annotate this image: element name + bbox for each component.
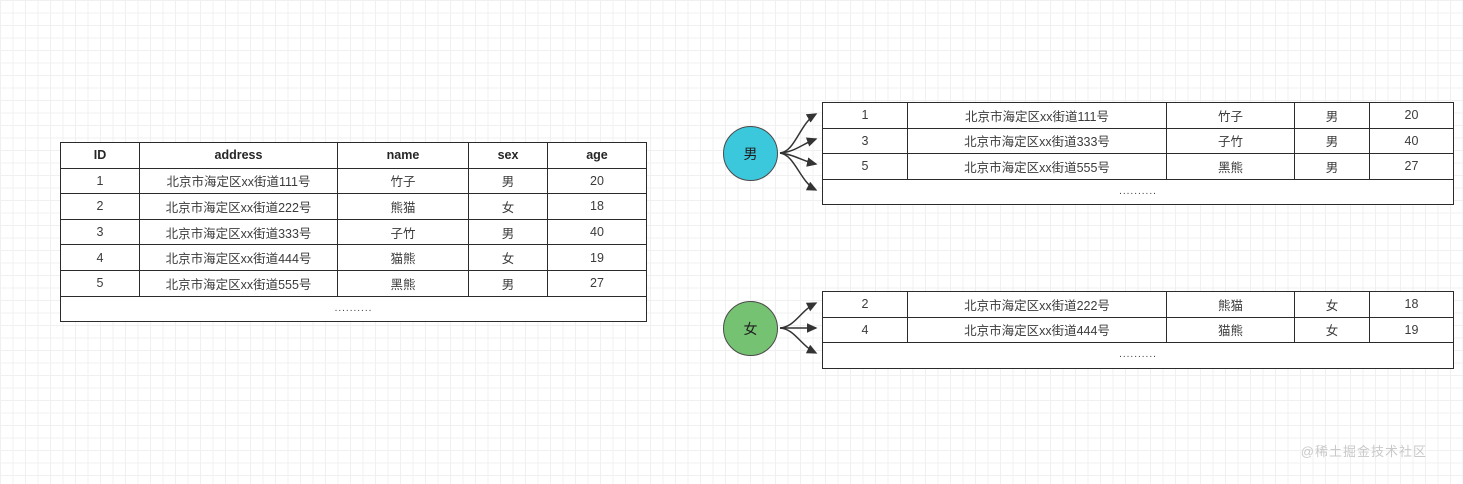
female-arrow-1 <box>779 302 818 329</box>
column-header-age: age <box>547 142 647 169</box>
cell-age: 18 <box>547 193 647 220</box>
table-row: 5 北京市海定区xx街道555号 黑熊 男 27 <box>822 153 1454 180</box>
cell-age: 40 <box>1369 127 1454 155</box>
table-row: 4 北京市海定区xx街道444号 猫熊 女 19 <box>822 316 1454 344</box>
cell-address: 北京市海定区xx街道555号 <box>139 269 338 297</box>
node-male[interactable]: 男 <box>723 126 778 181</box>
cell-sex: 女 <box>1294 291 1370 318</box>
cell-id: 5 <box>60 269 140 297</box>
table-row: 2 北京市海定区xx街道222号 熊猫 女 18 <box>60 193 647 220</box>
cell-name: 竹子 <box>1166 102 1295 129</box>
node-female[interactable]: 女 <box>723 301 778 356</box>
table-ellipsis-row: .......... <box>822 178 1454 206</box>
table-ellipsis-row: .......... <box>822 342 1454 369</box>
cell-id: 4 <box>822 316 908 344</box>
cell-name: 子竹 <box>1166 127 1295 155</box>
cell-id: 5 <box>822 153 908 180</box>
cell-name: 猫熊 <box>337 244 469 271</box>
cell-address: 北京市海定区xx街道333号 <box>139 218 338 246</box>
table-row: 3 北京市海定区xx街道333号 子竹 男 40 <box>822 127 1454 155</box>
cell-sex: 男 <box>468 167 548 195</box>
male-arrow-3 <box>779 152 818 167</box>
male-arrow-4 <box>779 152 818 191</box>
cell-name: 熊猫 <box>337 193 469 220</box>
node-male-label: 男 <box>743 145 758 162</box>
cell-id: 3 <box>60 218 140 246</box>
cell-age: 18 <box>1369 291 1454 318</box>
cell-name: 猫熊 <box>1166 316 1295 344</box>
cell-sex: 女 <box>468 193 548 220</box>
cell-sex: 男 <box>1294 127 1370 155</box>
cell-age: 19 <box>1369 316 1454 344</box>
cell-id: 1 <box>60 167 140 195</box>
cell-address: 北京市海定区xx街道444号 <box>139 244 338 271</box>
cell-age: 40 <box>547 218 647 246</box>
ellipsis-label: .......... <box>822 342 1454 369</box>
column-header-name: name <box>337 142 469 169</box>
cell-address: 北京市海定区xx街道222号 <box>139 193 338 220</box>
cell-address: 北京市海定区xx街道333号 <box>907 127 1167 155</box>
cell-sex: 男 <box>1294 153 1370 180</box>
cell-address: 北京市海定区xx街道222号 <box>907 291 1167 318</box>
female-connectors <box>779 302 818 354</box>
node-female-label: 女 <box>743 320 758 337</box>
cell-address: 北京市海定区xx街道111号 <box>907 102 1167 129</box>
cell-age: 27 <box>547 269 647 297</box>
cell-id: 4 <box>60 244 140 271</box>
male-shard-table: 1 北京市海定区xx街道111号 竹子 男 20 3 北京市海定区xx街道333… <box>822 102 1454 206</box>
cell-name: 竹子 <box>337 167 469 195</box>
column-header-sex: sex <box>468 142 548 169</box>
cell-sex: 男 <box>468 269 548 297</box>
ellipsis-label: .......... <box>822 178 1454 206</box>
cell-sex: 女 <box>1294 316 1370 344</box>
cell-address: 北京市海定区xx街道555号 <box>907 153 1167 180</box>
cell-id: 3 <box>822 127 908 155</box>
female-shard-table: 2 北京市海定区xx街道222号 熊猫 女 18 4 北京市海定区xx街道444… <box>822 291 1454 369</box>
cell-name: 子竹 <box>337 218 469 246</box>
table-header-row: ID address name sex age <box>60 142 647 169</box>
male-arrow-2 <box>779 137 818 154</box>
table-row: 1 北京市海定区xx街道111号 竹子 男 20 <box>60 167 647 195</box>
table-row: 1 北京市海定区xx街道111号 竹子 男 20 <box>822 102 1454 129</box>
cell-name: 熊猫 <box>1166 291 1295 318</box>
cell-age: 27 <box>1369 153 1454 180</box>
source-table: ID address name sex age 1 北京市海定区xx街道111号… <box>60 142 647 323</box>
cell-id: 2 <box>822 291 908 318</box>
cell-address: 北京市海定区xx街道444号 <box>907 316 1167 344</box>
cell-sex: 女 <box>468 244 548 271</box>
table-ellipsis-row: .......... <box>60 295 647 323</box>
column-header-address: address <box>139 142 338 169</box>
table-row: 4 北京市海定区xx街道444号 猫熊 女 19 <box>60 244 647 271</box>
cell-address: 北京市海定区xx街道111号 <box>139 167 338 195</box>
male-connectors <box>779 113 818 191</box>
cell-sex: 男 <box>1294 102 1370 129</box>
cell-id: 2 <box>60 193 140 220</box>
cell-name: 黑熊 <box>1166 153 1295 180</box>
cell-age: 20 <box>547 167 647 195</box>
cell-sex: 男 <box>468 218 548 246</box>
watermark: @稀土掘金技术社区 <box>1300 444 1427 459</box>
table-row: 5 北京市海定区xx街道555号 黑熊 男 27 <box>60 269 647 297</box>
male-arrow-1 <box>779 113 818 154</box>
cell-age: 20 <box>1369 102 1454 129</box>
ellipsis-label: .......... <box>60 295 647 323</box>
column-header-id: ID <box>60 142 140 169</box>
cell-age: 19 <box>547 244 647 271</box>
table-row: 2 北京市海定区xx街道222号 熊猫 女 18 <box>822 291 1454 318</box>
cell-id: 1 <box>822 102 908 129</box>
table-row: 3 北京市海定区xx街道333号 子竹 男 40 <box>60 218 647 246</box>
female-arrow-3 <box>779 327 818 354</box>
cell-name: 黑熊 <box>337 269 469 297</box>
